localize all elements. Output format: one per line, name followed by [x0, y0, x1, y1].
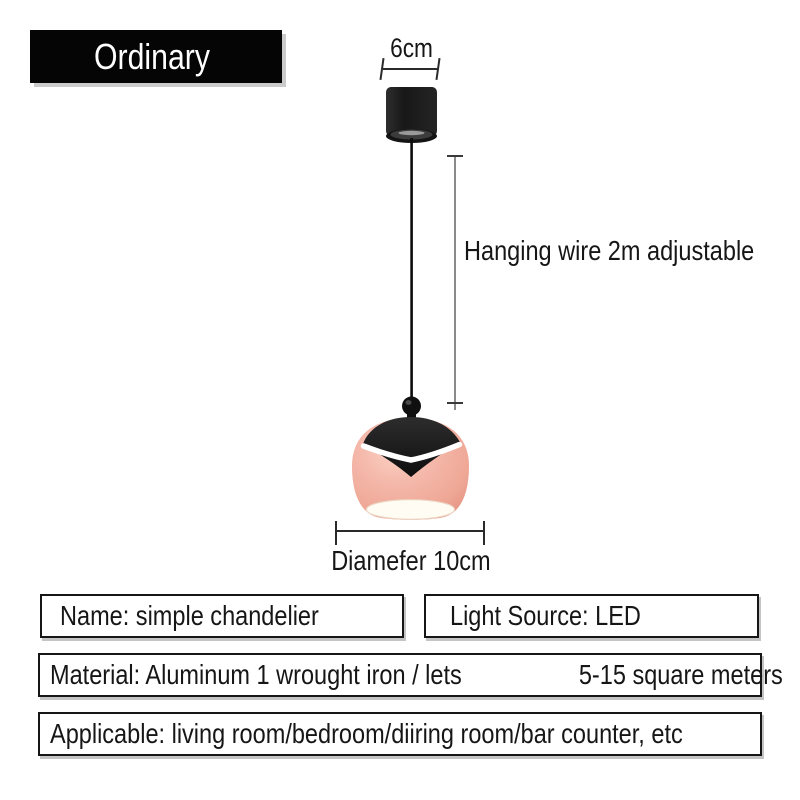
- wire-measure-line: [454, 156, 456, 410]
- spec-coverage-text: 5-15 square meters: [579, 659, 784, 690]
- diameter-tick-left: [335, 521, 337, 545]
- spec-name-text: Name: simple chandelier: [60, 600, 319, 631]
- wire-length-label: Hanging wire 2m adjustable: [464, 235, 755, 266]
- diameter-measure-line: [336, 530, 484, 532]
- diameter-tick-right: [483, 521, 485, 545]
- spec-light-source-text: Light Source: LED: [450, 600, 641, 631]
- spec-box-name: Name: simple chandelier: [40, 594, 404, 638]
- spec-box-applicable: Applicable: living room/bedroom/diiring …: [38, 712, 762, 756]
- spec-box-material: Material: Aluminum 1 wrought iron / lets…: [38, 653, 783, 697]
- ceiling-mount: [386, 87, 437, 143]
- wire-measure-tick-bottom: [447, 402, 463, 404]
- style-badge-label: Ordinary: [94, 35, 210, 77]
- lamp-opening: [365, 499, 456, 520]
- lamp-white-band: [360, 441, 463, 463]
- style-badge: Ordinary: [30, 30, 282, 83]
- pendant-lamp-illustration: [352, 87, 469, 520]
- hanging-wire: [410, 138, 413, 400]
- lamp-cap: [363, 417, 460, 477]
- diameter-label: Diamefer 10cm: [331, 545, 491, 576]
- top-width-measure-line: [383, 68, 439, 70]
- top-width-label: 6cm: [390, 33, 434, 63]
- spec-box-light-source: Light Source: LED: [424, 594, 759, 638]
- spec-applicable-text: Applicable: living room/bedroom/diiring …: [50, 718, 683, 749]
- wire-ball-joint: [402, 396, 421, 420]
- wire-measure-tick-top: [447, 155, 463, 157]
- spec-material-text: Material: Aluminum 1 wrought iron / lets: [50, 659, 462, 690]
